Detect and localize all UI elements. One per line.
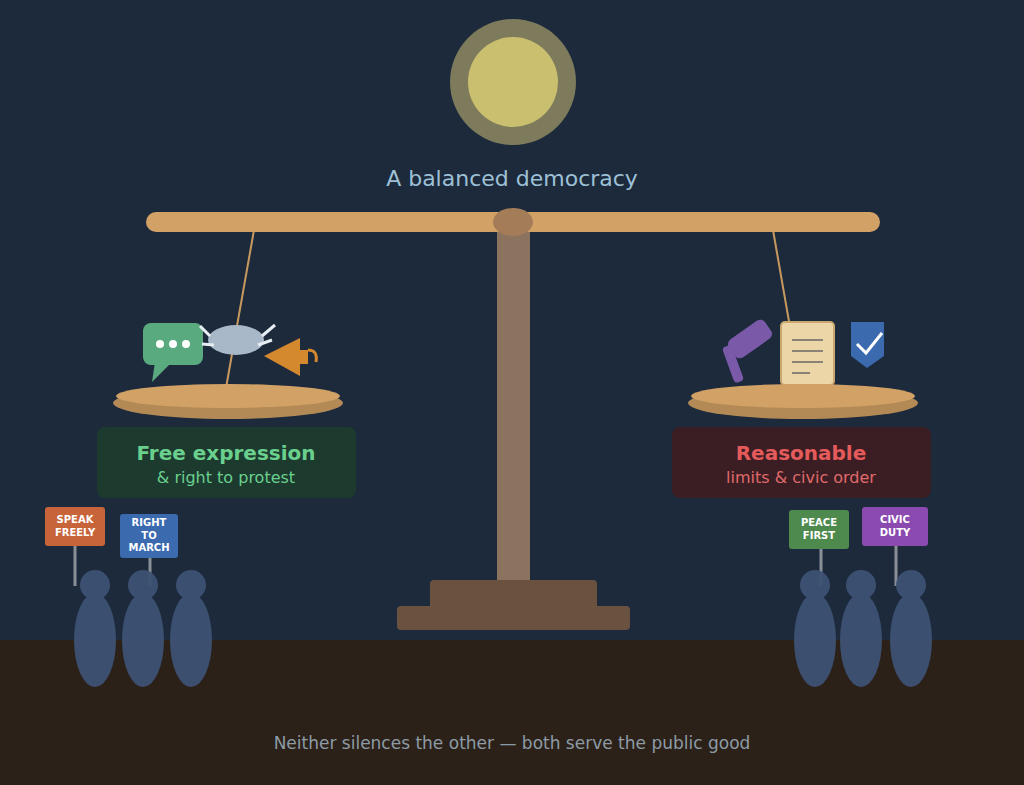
diagram-caption: Neither silences the other — both serve … — [0, 733, 1024, 753]
node-subtext: & right to protest — [157, 468, 295, 488]
megaphone-icon — [264, 338, 316, 376]
speech-bubble-icon — [143, 323, 203, 382]
node-heading: RIGHT TO MARCH — [123, 517, 175, 555]
gavel-icon — [722, 317, 775, 383]
sun-halo — [450, 19, 576, 145]
protest-placard: RIGHT TO MARCH — [120, 514, 178, 558]
beam-pivot — [493, 208, 533, 236]
right-pan-top — [691, 384, 915, 408]
shield-check-icon — [851, 322, 884, 368]
value-panel: Reasonablelimits & civic order — [672, 427, 931, 498]
node-subtext: limits & civic order — [726, 468, 876, 488]
protest-placard: SPEAK FREELY — [45, 507, 105, 546]
pan-string — [226, 230, 254, 388]
node-heading: Reasonable — [736, 438, 867, 468]
node-heading: PEACE FIRST — [792, 517, 846, 542]
scale-foot — [397, 606, 630, 630]
sun — [468, 37, 558, 127]
protest-placard: PEACE FIRST — [789, 510, 849, 549]
scale-base — [430, 580, 597, 610]
node-heading: CIVIC DUTY — [865, 514, 925, 539]
value-panel: Free expression& right to protest — [97, 427, 356, 498]
scale-post — [497, 222, 530, 587]
mask-icon — [200, 325, 275, 355]
crowd — [74, 570, 932, 687]
diagram-title: A balanced democracy — [0, 166, 1024, 191]
left-pan-top — [116, 384, 340, 408]
document-icon — [781, 322, 834, 385]
protest-placard: CIVIC DUTY — [862, 507, 928, 546]
node-heading: SPEAK FREELY — [48, 514, 102, 539]
node-heading: Free expression — [136, 438, 315, 468]
